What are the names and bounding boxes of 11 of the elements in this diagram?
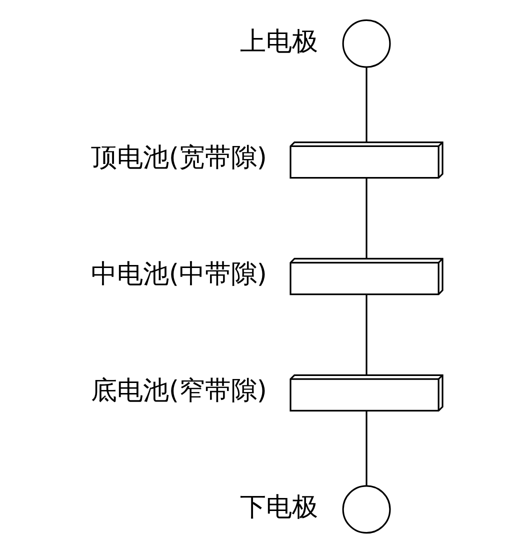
- node-circle: [342, 19, 391, 68]
- node-label: 上电极: [240, 26, 318, 57]
- node-label: 底电池(窄带隙): [90, 376, 268, 406]
- node-circle: [342, 485, 391, 534]
- connector: [366, 178, 368, 259]
- node-label: 下电极: [240, 492, 318, 523]
- connector: [366, 68, 368, 142]
- node-label: 中电池(中带隙): [90, 260, 268, 290]
- node-label: 顶电池(宽带隙): [90, 143, 268, 174]
- connector: [366, 410, 368, 486]
- connector: [366, 294, 368, 376]
